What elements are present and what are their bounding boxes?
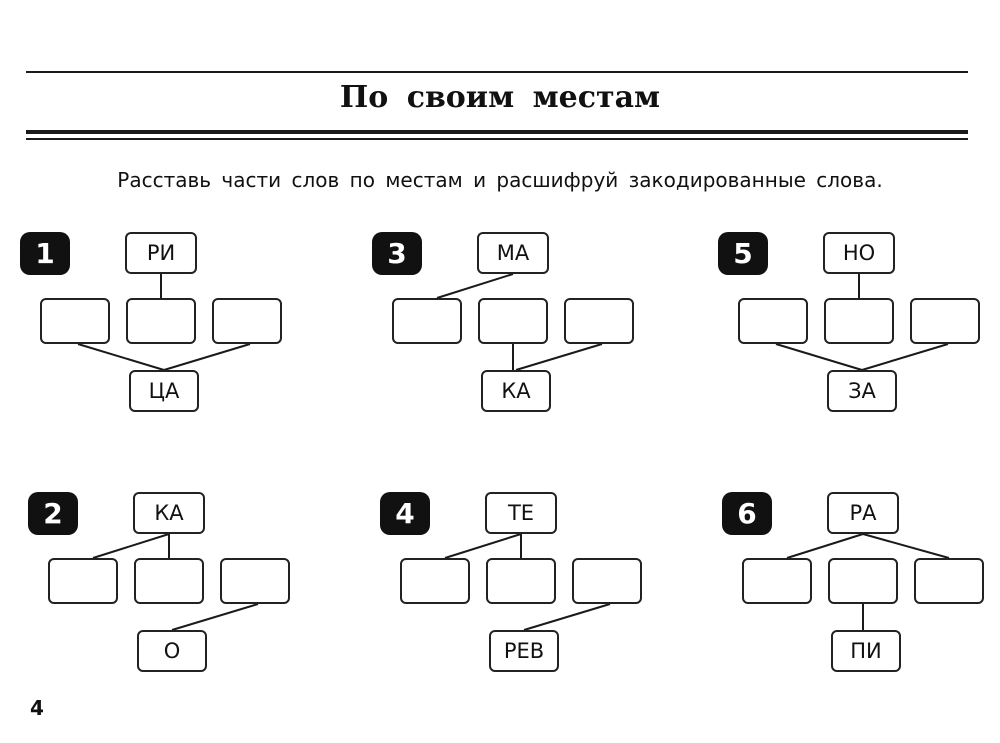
answer-slot[interactable] xyxy=(572,558,642,604)
answer-slot[interactable] xyxy=(910,298,980,344)
bottom-connector-line xyxy=(861,343,949,371)
connector-lines xyxy=(77,274,251,371)
top-syllable-box: РИ xyxy=(125,232,197,274)
top-syllable-box: НО xyxy=(823,232,895,274)
connector-lines xyxy=(92,533,259,631)
top-syllable-box: КА xyxy=(133,492,205,534)
page-number: 4 xyxy=(30,696,44,720)
connector-lines xyxy=(444,533,611,631)
puzzle-2: 2 КА О xyxy=(28,490,318,680)
top-connector-line xyxy=(92,533,170,559)
answer-slot[interactable] xyxy=(828,558,898,604)
answer-slot[interactable] xyxy=(212,298,282,344)
puzzle-number-badge: 4 xyxy=(380,492,430,535)
puzzle-number-badge: 6 xyxy=(722,492,772,535)
answer-slot[interactable] xyxy=(400,558,470,604)
top-connector-line xyxy=(444,533,522,559)
puzzle-number-badge: 5 xyxy=(718,232,768,275)
bottom-syllable-box: ЗА xyxy=(827,370,897,412)
puzzle-number-badge: 3 xyxy=(372,232,422,275)
answer-slot[interactable] xyxy=(824,298,894,344)
bottom-syllable-box: РЕВ xyxy=(489,630,559,672)
top-rule xyxy=(26,71,968,73)
answer-slot[interactable] xyxy=(220,558,290,604)
bottom-syllable-box: КА xyxy=(481,370,551,412)
title-rule-thin xyxy=(26,138,968,140)
bottom-syllable-box: ЦА xyxy=(129,370,199,412)
puzzle-number-badge: 1 xyxy=(20,232,70,275)
answer-slot[interactable] xyxy=(40,298,110,344)
bottom-connector-line xyxy=(163,343,251,371)
puzzle-5: 5 НО ЗА xyxy=(718,230,1000,420)
answer-slot[interactable] xyxy=(738,298,808,344)
answer-slot[interactable] xyxy=(914,558,984,604)
top-connector-line xyxy=(436,273,514,299)
answer-slot[interactable] xyxy=(126,298,196,344)
bottom-connector-line xyxy=(171,603,259,631)
puzzle-4: 4 ТЕ РЕВ xyxy=(380,490,670,680)
bottom-connector-line xyxy=(775,343,863,371)
top-syllable-box: ТЕ xyxy=(485,492,557,534)
connector-lines xyxy=(786,533,950,630)
answer-slot[interactable] xyxy=(742,558,812,604)
bottom-connector-line xyxy=(77,343,165,371)
top-syllable-box: РА xyxy=(827,492,899,534)
answer-slot[interactable] xyxy=(564,298,634,344)
bottom-connector-line xyxy=(523,603,611,631)
answer-slot[interactable] xyxy=(392,298,462,344)
instruction-text: Расставь части слов по местам и расшифру… xyxy=(117,168,883,192)
puzzle-6: 6 РА ПИ xyxy=(722,490,1000,680)
answer-slot[interactable] xyxy=(486,558,556,604)
bottom-connector-line xyxy=(515,343,603,371)
bottom-syllable-box: ПИ xyxy=(831,630,901,672)
puzzle-3: 3 МА КА xyxy=(372,230,662,420)
answer-slot[interactable] xyxy=(134,558,204,604)
top-syllable-box: МА xyxy=(477,232,549,274)
bottom-syllable-box: О xyxy=(137,630,207,672)
puzzle-number-badge: 2 xyxy=(28,492,78,535)
puzzle-1: 1 РИ ЦА xyxy=(20,230,310,420)
connector-lines xyxy=(775,274,949,371)
top-connector-line xyxy=(786,533,864,559)
page-title: По своим местам xyxy=(339,80,661,115)
top-connector-line xyxy=(862,533,950,559)
answer-slot[interactable] xyxy=(48,558,118,604)
title-rule-thick xyxy=(26,130,968,134)
connector-lines xyxy=(436,273,603,371)
answer-slot[interactable] xyxy=(478,298,548,344)
